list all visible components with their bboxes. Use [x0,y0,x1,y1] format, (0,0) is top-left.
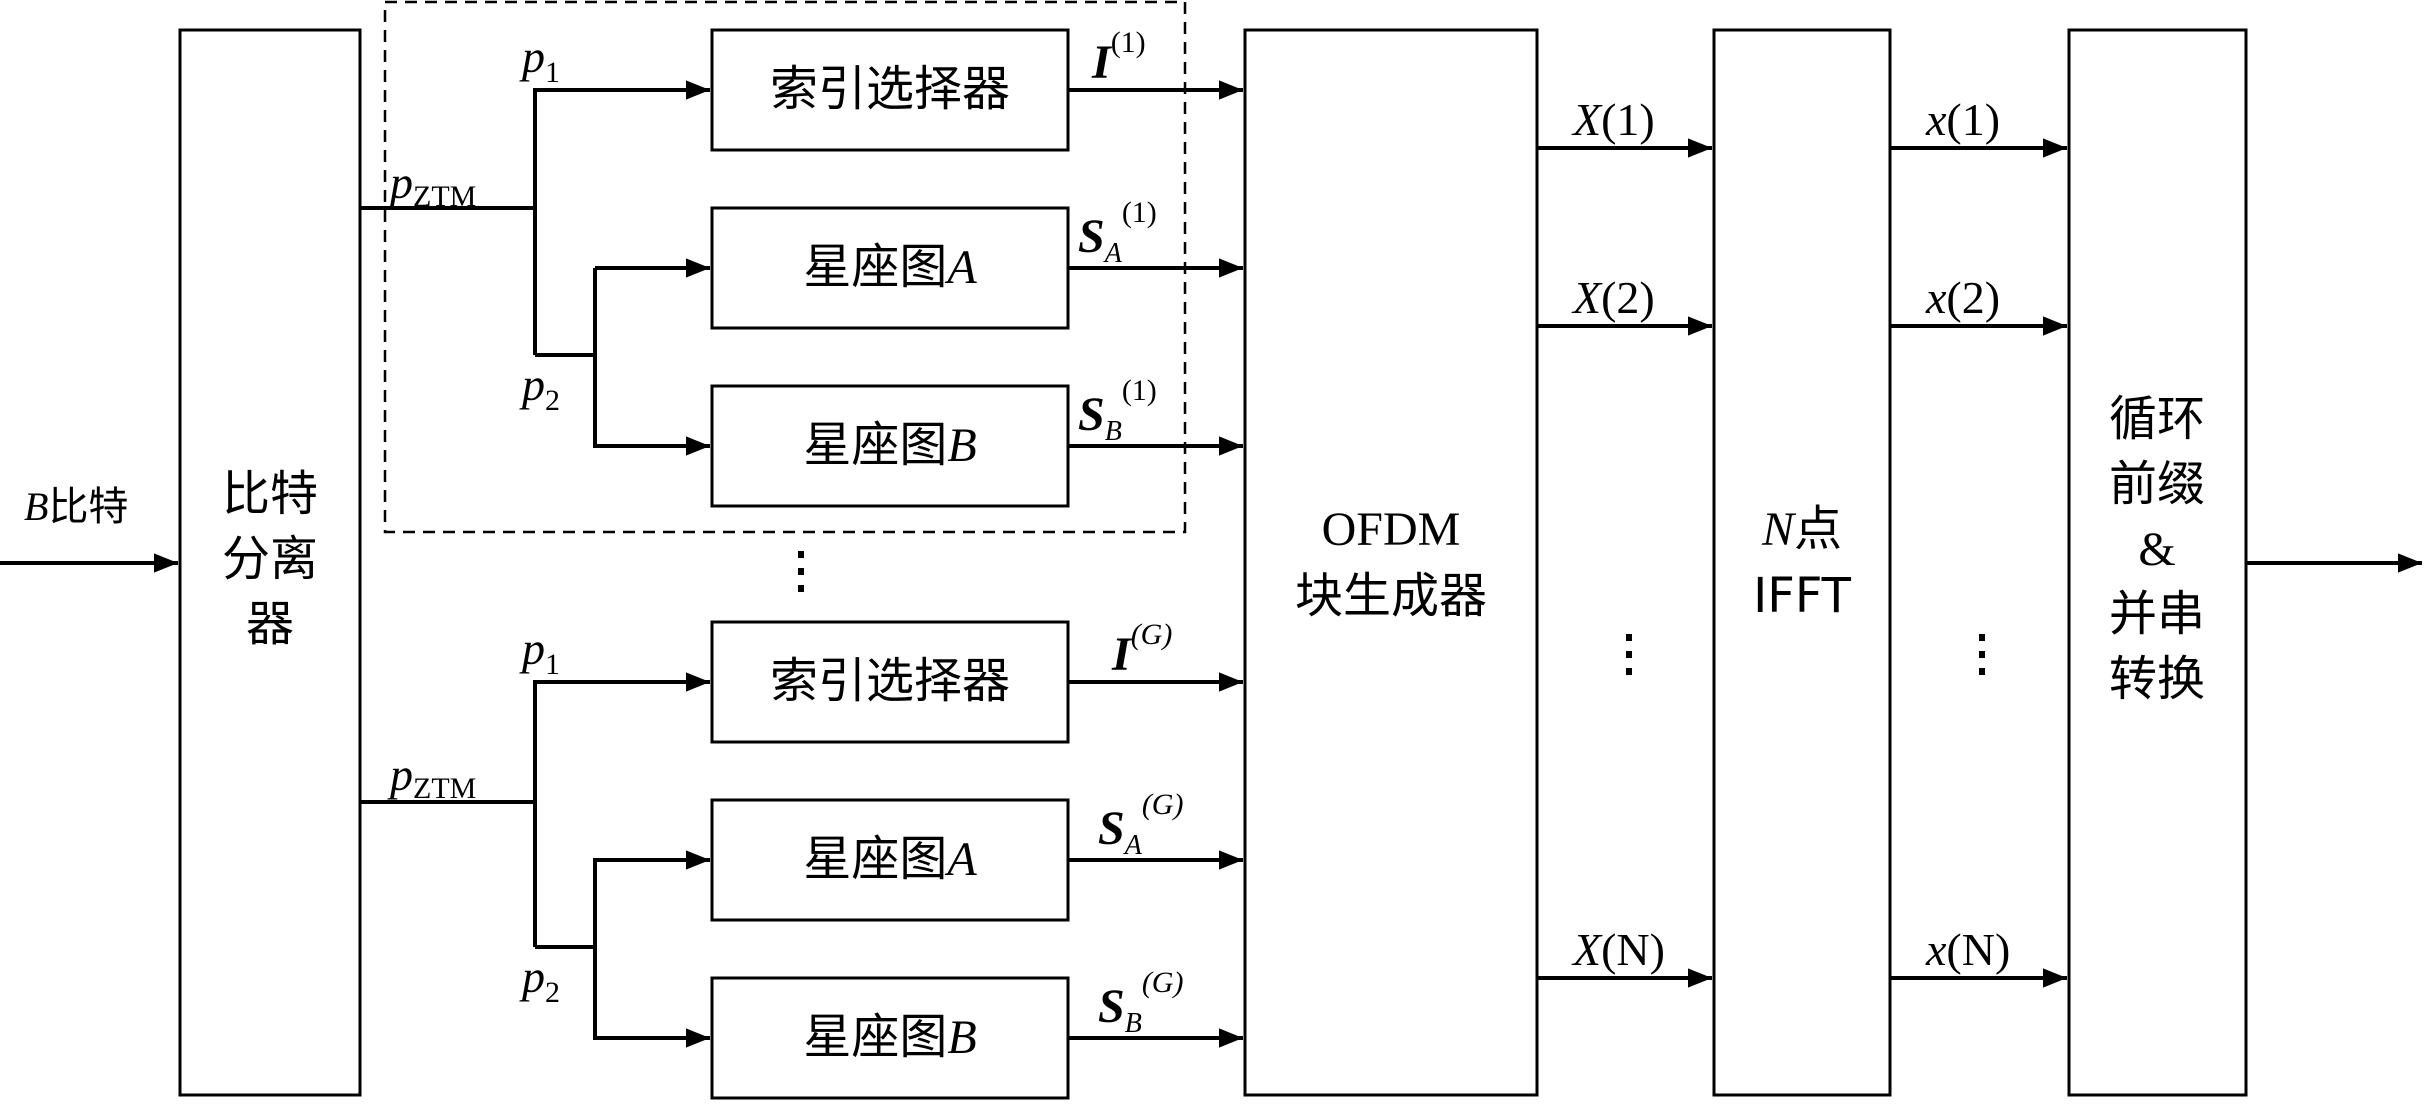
ifft-label-line-1: N点 [1761,501,1842,557]
time-out-n-label: x(N) [1925,924,2010,975]
group-1-i-out-label: I(1) [1091,26,1146,89]
freq-out-1-label: X(1) [1571,94,1655,145]
group-g-constellation-a-label: 星座图A [803,831,977,887]
group-1-constellation-b-box [710,384,1070,508]
group-1-index-selector-label: 索引选择器 [770,61,1010,117]
cyclic-prefix-ps-box [2067,28,2248,1097]
cp-line-2: 前缀 [2109,456,2205,512]
svg-text:B比特: B比特 [24,484,128,530]
group-g-sb-out-label: SB(G) [1098,966,1183,1039]
group-1-index-selector-box [710,28,1070,152]
group-1: pZTM p1 p2 索引选择器 星座图A 星座图B I(1) SA(1) SB… [360,26,1243,508]
group-g-index-selector-box [710,620,1070,744]
group-1-p1-label: p1 [519,31,560,89]
time-out-2-label: x(2) [1925,272,2000,323]
ifft-label-line-2: IFFT [1753,568,1852,624]
time-out-ellipsis [1979,634,1985,675]
group-g-constellation-a-box [710,798,1070,922]
group-g-p2-label: p2 [519,951,560,1009]
group-g-i-out-label: I(G) [1111,618,1172,681]
ifft-box [1712,28,1892,1097]
cp-line-4: 并串 [2109,586,2205,642]
cp-line-1: 循环 [2109,391,2205,447]
bit-splitter-box [178,28,362,1097]
bit-splitter-line-3: 器 [246,596,294,652]
input-text: 比特 [48,484,128,530]
group-g-p1-label: p1 [519,623,560,681]
input-bits-label: B比特 [24,484,128,530]
group-ellipsis [798,551,804,592]
group-g-index-selector-label: 索引选择器 [770,653,1010,709]
group-g-sa-out-label: SA(G) [1098,788,1183,861]
bit-splitter-line-2: 分离 [222,531,318,587]
group-1-p2-label: p2 [519,359,560,417]
group-1-sb-out-label: SB(1) [1078,374,1157,447]
group-g-constellation-b-box [710,976,1070,1100]
bit-splitter-line-1: 比特 [222,466,318,522]
ofdm-label-line-2: 块生成器 [1295,568,1487,624]
group-g-constellation-b-label: 星座图B [803,1009,976,1065]
group-g-pztm-label: pZTM [387,749,476,805]
group-1-constellation-a-label: 星座图A [803,239,977,295]
cp-line-3: & [2138,523,2175,576]
group-1-constellation-b-label: 星座图B [803,417,976,473]
freq-out-n-label: X(N) [1571,924,1665,975]
group-g: pZTM p1 p2 索引选择器 星座图A 星座图B I(G) SA(G) SB… [360,618,1243,1100]
cp-line-5: 转换 [2109,651,2205,707]
input-var: B [24,484,48,529]
ofdm-label-line-1: OFDM [1322,503,1461,556]
freq-out-ellipsis [1626,634,1632,675]
group-1-constellation-a-box [710,206,1070,330]
ofdm-block-generator-box [1243,28,1539,1097]
freq-out-2-label: X(2) [1571,272,1655,323]
group-1-sa-out-label: SA(1) [1078,196,1157,269]
group-1-pztm-label: pZTM [387,157,476,213]
time-out-1-label: x(1) [1925,94,2000,145]
